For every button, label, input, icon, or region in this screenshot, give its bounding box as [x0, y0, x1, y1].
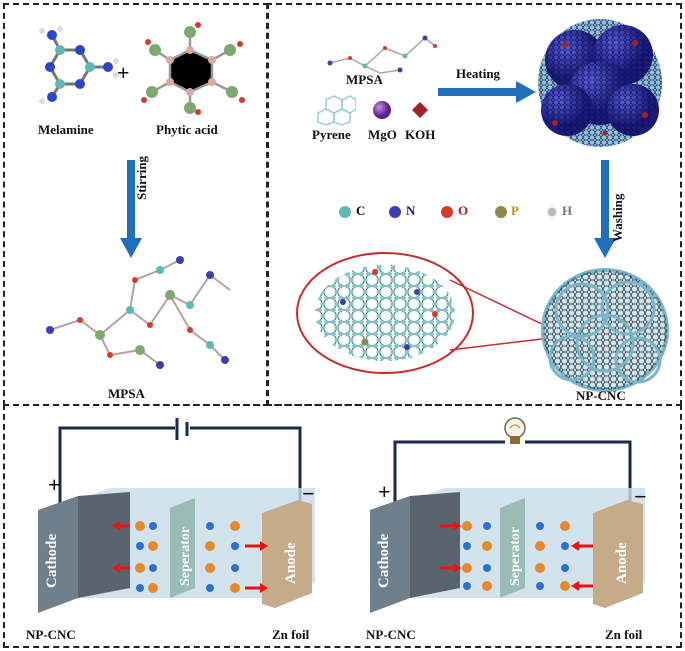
atom-legend-circle-n — [389, 206, 401, 218]
plus-sign: + — [117, 60, 130, 85]
stirring-label: Stirring — [134, 155, 149, 200]
koh-diamond — [412, 102, 428, 118]
atom-legend-circle-c — [339, 206, 351, 218]
heating-label: Heating — [456, 66, 501, 81]
pyrene-label: Pyrene — [312, 127, 351, 142]
dc-source-icon — [175, 418, 195, 440]
atom-legend-h: H — [562, 203, 573, 218]
mgo-template-cluster — [538, 19, 662, 147]
cell2-plus: + — [378, 479, 391, 504]
phytic-acid-label: Phytic acid — [156, 122, 218, 137]
cell1-plus: + — [48, 472, 61, 497]
koh-label: KOH — [405, 127, 436, 142]
np-cnc-structure — [541, 268, 669, 392]
cell1-separator-label: Seperator — [178, 526, 193, 586]
battery-panel — [3, 404, 682, 648]
mpsa-network — [46, 256, 231, 369]
atom-legend-n: N — [406, 203, 416, 218]
atom-legend-o: O — [458, 203, 469, 218]
light-bulb-icon — [504, 417, 526, 444]
atom-legend-circle-h — [547, 207, 557, 217]
cell2-minus: − — [634, 484, 647, 509]
cell2-cathode-material: NP-CNC — [366, 627, 416, 642]
mgo-label: MgO — [368, 127, 397, 142]
cell2-anode-label: Anode — [614, 542, 630, 584]
atom-legend-p: P — [511, 203, 519, 218]
mpsa-small-network — [327, 35, 437, 74]
zoom-lattice-callout — [296, 252, 559, 374]
atom-legend-circle-o — [441, 206, 453, 218]
heating-arrow — [438, 81, 536, 103]
np-cnc-label: NP-CNC — [576, 388, 626, 403]
washing-arrow — [594, 160, 616, 258]
mpsa-bottom-label: MPSA — [108, 386, 145, 401]
washing-label: Washing — [610, 193, 625, 242]
cell2-cathode-label: Cathode — [376, 533, 392, 588]
battery-cell-discharging — [370, 417, 645, 613]
mpsa-label: MPSA — [346, 72, 383, 87]
cell1-anode-material: Zn foil — [272, 627, 310, 642]
cell1-cathode-material: NP-CNC — [26, 627, 76, 642]
melamine-label: Melamine — [38, 122, 94, 137]
cell1-anode-label: Anode — [283, 542, 299, 584]
atom-legend-c: C — [356, 203, 366, 218]
cell1-cathode-label: Cathode — [44, 533, 60, 588]
pyrene-molecule — [317, 95, 356, 125]
phytic-acid-molecule — [141, 22, 245, 115]
mgo-sphere — [373, 101, 391, 119]
battery-cell-charging — [38, 418, 315, 613]
cell1-minus: − — [302, 481, 315, 506]
stirring-arrow — [120, 160, 142, 258]
cell2-anode-material: Zn foil — [605, 627, 643, 642]
melamine-molecule — [39, 26, 119, 104]
atom-legend-circle-p — [495, 206, 507, 218]
cell2-separator-label: Seperator — [508, 526, 523, 586]
